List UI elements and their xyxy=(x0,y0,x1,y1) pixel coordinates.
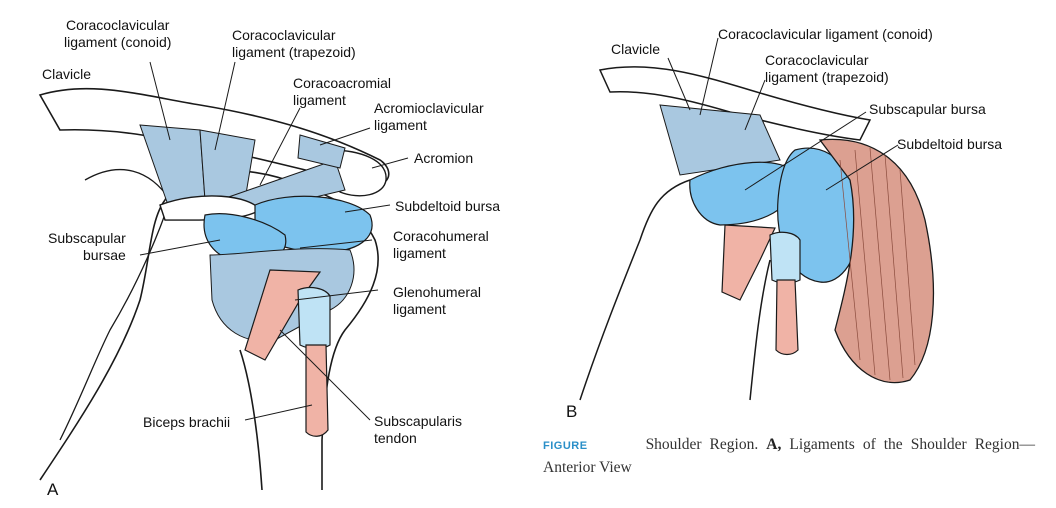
label-subscapular-bursa-b: Subscapular bursa xyxy=(869,101,986,117)
b-biceps-tendon xyxy=(775,279,799,356)
caption-figure-word: FIGURE xyxy=(543,440,588,452)
b-subscapularis-tendon xyxy=(721,224,776,301)
caption-text-after: Ligaments of the Shoulder Region—Anterio… xyxy=(543,436,1035,476)
panel-a-leader-lines xyxy=(139,61,409,421)
acromion-bone xyxy=(329,149,387,197)
panel-letter-a: A xyxy=(47,480,59,499)
label-glenohumeral-a: Glenohumeral ligament xyxy=(393,284,481,317)
b-clavicle-bone xyxy=(598,66,872,141)
panel-a-illustration xyxy=(38,61,409,491)
scapula-outline xyxy=(39,170,379,491)
label-clavicle-b: Clavicle xyxy=(611,41,661,57)
label-acromion-a: Acromion xyxy=(414,150,474,166)
coracoclavicular-conoid-ligament xyxy=(139,124,206,206)
label-subdeltoid-bursa-a: Subdeltoid bursa xyxy=(395,198,501,214)
b-coracoclavicular-ligaments xyxy=(659,104,781,176)
scapula-body xyxy=(59,168,171,441)
biceps-brachii-tendon xyxy=(305,344,329,437)
coracoclavicular-trapezoid-ligament xyxy=(199,129,256,201)
label-coracohumeral-a: Coracohumeral ligament xyxy=(393,228,489,261)
label-coracoacromial-a: Coracoacromial ligament xyxy=(293,75,392,108)
panel-letter-b: B xyxy=(566,402,578,421)
label-coracoclavicular-trapezoid-a: Coracoclavicular ligament (trapezoid) xyxy=(232,27,356,60)
label-subdeltoid-bursa-b: Subdeltoid bursa xyxy=(897,136,1003,152)
label-subscapularis-tendon-a: Subscapularis tendon xyxy=(374,413,462,446)
b-deltoid-fibers xyxy=(839,147,916,381)
label-clavicle-a: Clavicle xyxy=(42,66,92,82)
label-coracoclavicular-trapezoid-b: Coracoclavicular ligament (trapezoid) xyxy=(765,52,889,85)
label-subscapular-bursae-a: Subscapular bursae xyxy=(48,230,126,263)
caption-text-before: Shoulder Region. xyxy=(645,436,767,453)
figure-caption: FIGURE Shoulder Region. A, Ligaments of t… xyxy=(543,434,1035,479)
label-coracoclavicular-conoid-b: Coracoclavicular ligament (conoid) xyxy=(718,26,933,42)
panel-b-leader-lines xyxy=(667,37,899,191)
panel-b-illustration xyxy=(579,37,935,401)
b-scapula-outline xyxy=(579,179,771,401)
acromioclavicular-ligament xyxy=(297,134,346,169)
caption-bold-letter: A, xyxy=(766,436,782,453)
b-deltoid-muscle xyxy=(818,138,935,384)
label-acromioclavicular-a: Acromioclavicular ligament xyxy=(374,100,484,133)
label-coracoclavicular-conoid-a: Coracoclavicular ligament (conoid) xyxy=(64,17,172,50)
label-biceps-brachii-a: Biceps brachii xyxy=(143,414,231,430)
b-biceps-sheath xyxy=(769,231,801,284)
